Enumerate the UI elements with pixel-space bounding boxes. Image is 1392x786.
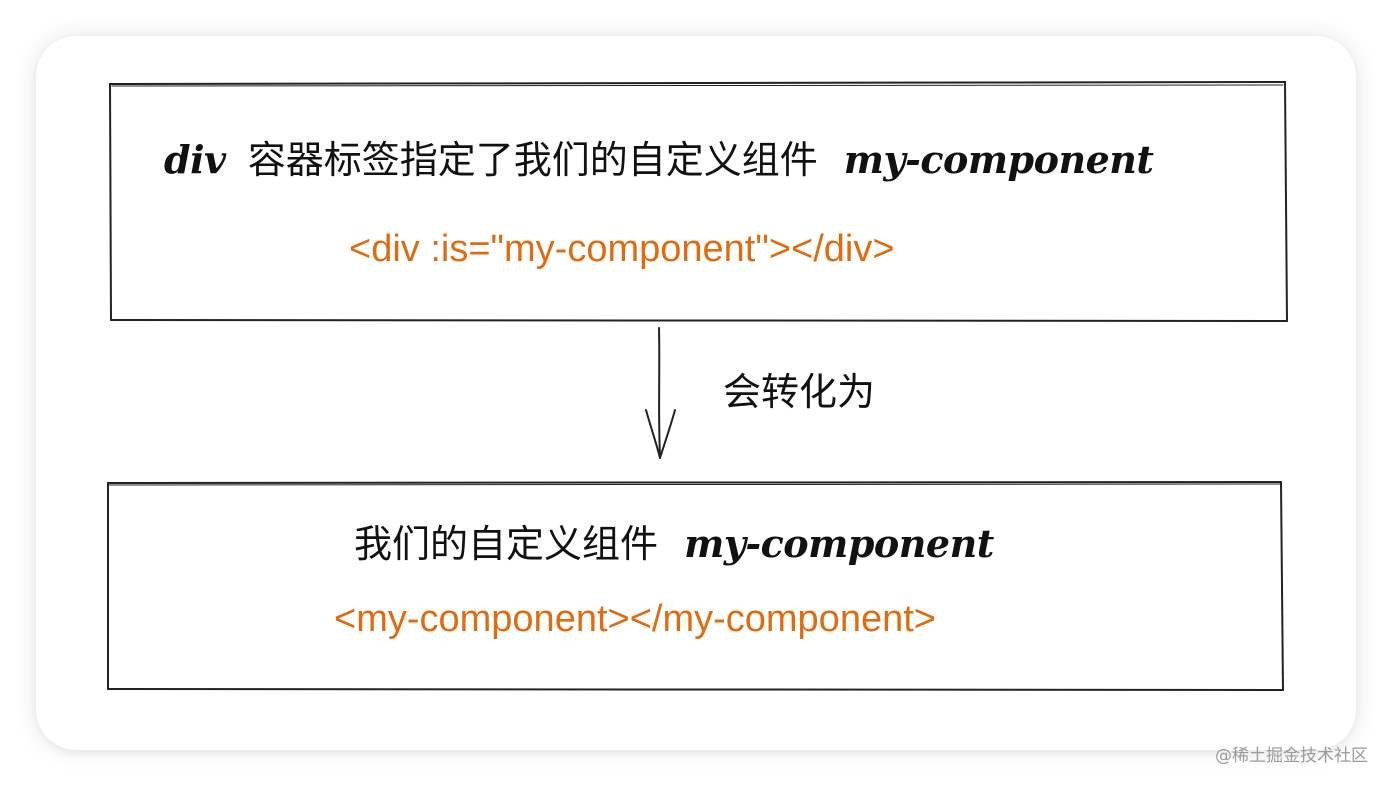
bottom-box-code: <my-component></my-component> (334, 598, 936, 640)
top-box-code: <div :is="my-component"></div> (349, 228, 895, 270)
bottom-heading-text: 我们的自定义组件 (354, 522, 659, 566)
arrow-label: 会转化为 (723, 370, 876, 414)
top-box-heading: div 容器标签指定了我们的自定义组件 my-component (164, 136, 1154, 184)
top-heading-text: 容器标签指定了我们的自定义组件 (247, 138, 818, 182)
bottom-heading-component: my-component (684, 521, 994, 566)
watermark: @稀土掘金技术社区 (1215, 746, 1368, 766)
top-heading-prefix: div (164, 137, 226, 182)
top-heading-component: my-component (843, 137, 1154, 182)
bottom-box-heading: 我们的自定义组件 my-component (354, 520, 994, 568)
diagram-card (36, 36, 1356, 750)
